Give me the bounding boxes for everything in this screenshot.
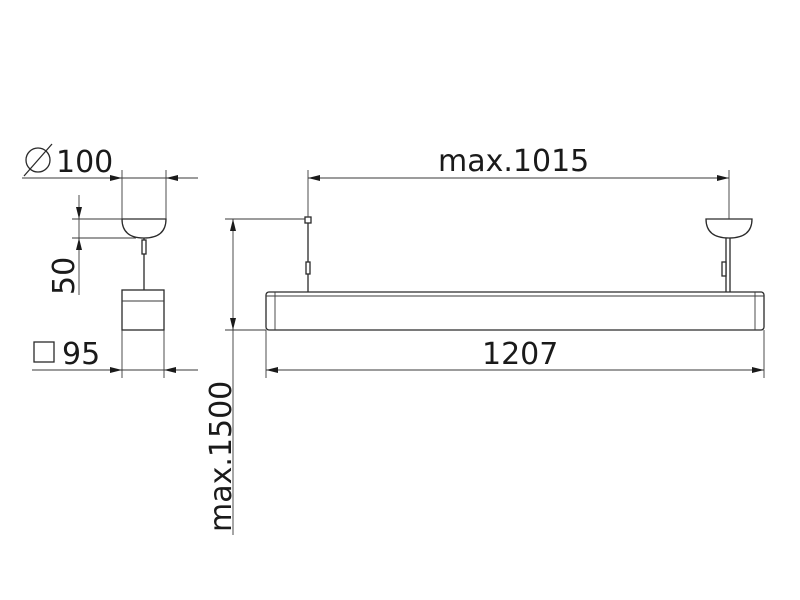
cable-spacing-dimension: max.1015 [307, 144, 730, 219]
length-dimension: 1207 [265, 330, 765, 378]
front-view: max.1015 1207 max.1500 [204, 144, 765, 535]
left-cable-grip [305, 261, 311, 275]
profile-size-dimension: 95 [32, 330, 198, 378]
right-canopy [705, 218, 753, 239]
square-symbol [33, 341, 55, 363]
canopy-height-label: 50 [47, 257, 82, 295]
side-cable-grip [141, 239, 147, 255]
side-canopy [121, 218, 167, 239]
profile-size-label: 95 [62, 337, 100, 372]
diameter-dimension: 100 [22, 143, 198, 219]
canopy-diameter-label: 100 [56, 145, 113, 180]
diameter-symbol [23, 143, 53, 177]
suspension-height-dimension: max.1500 [204, 218, 305, 535]
length-label: 1207 [482, 337, 558, 372]
right-cable-grip [721, 261, 727, 277]
luminaire-body [265, 291, 765, 331]
cable-spacing-label: max.1015 [438, 144, 589, 179]
left-ceiling-anchor [304, 216, 312, 224]
canopy-height-dimension: 50 [47, 195, 136, 295]
suspension-height-label: max.1500 [204, 381, 239, 532]
side-view: 100 50 95 [22, 143, 198, 378]
side-profile [121, 289, 165, 331]
